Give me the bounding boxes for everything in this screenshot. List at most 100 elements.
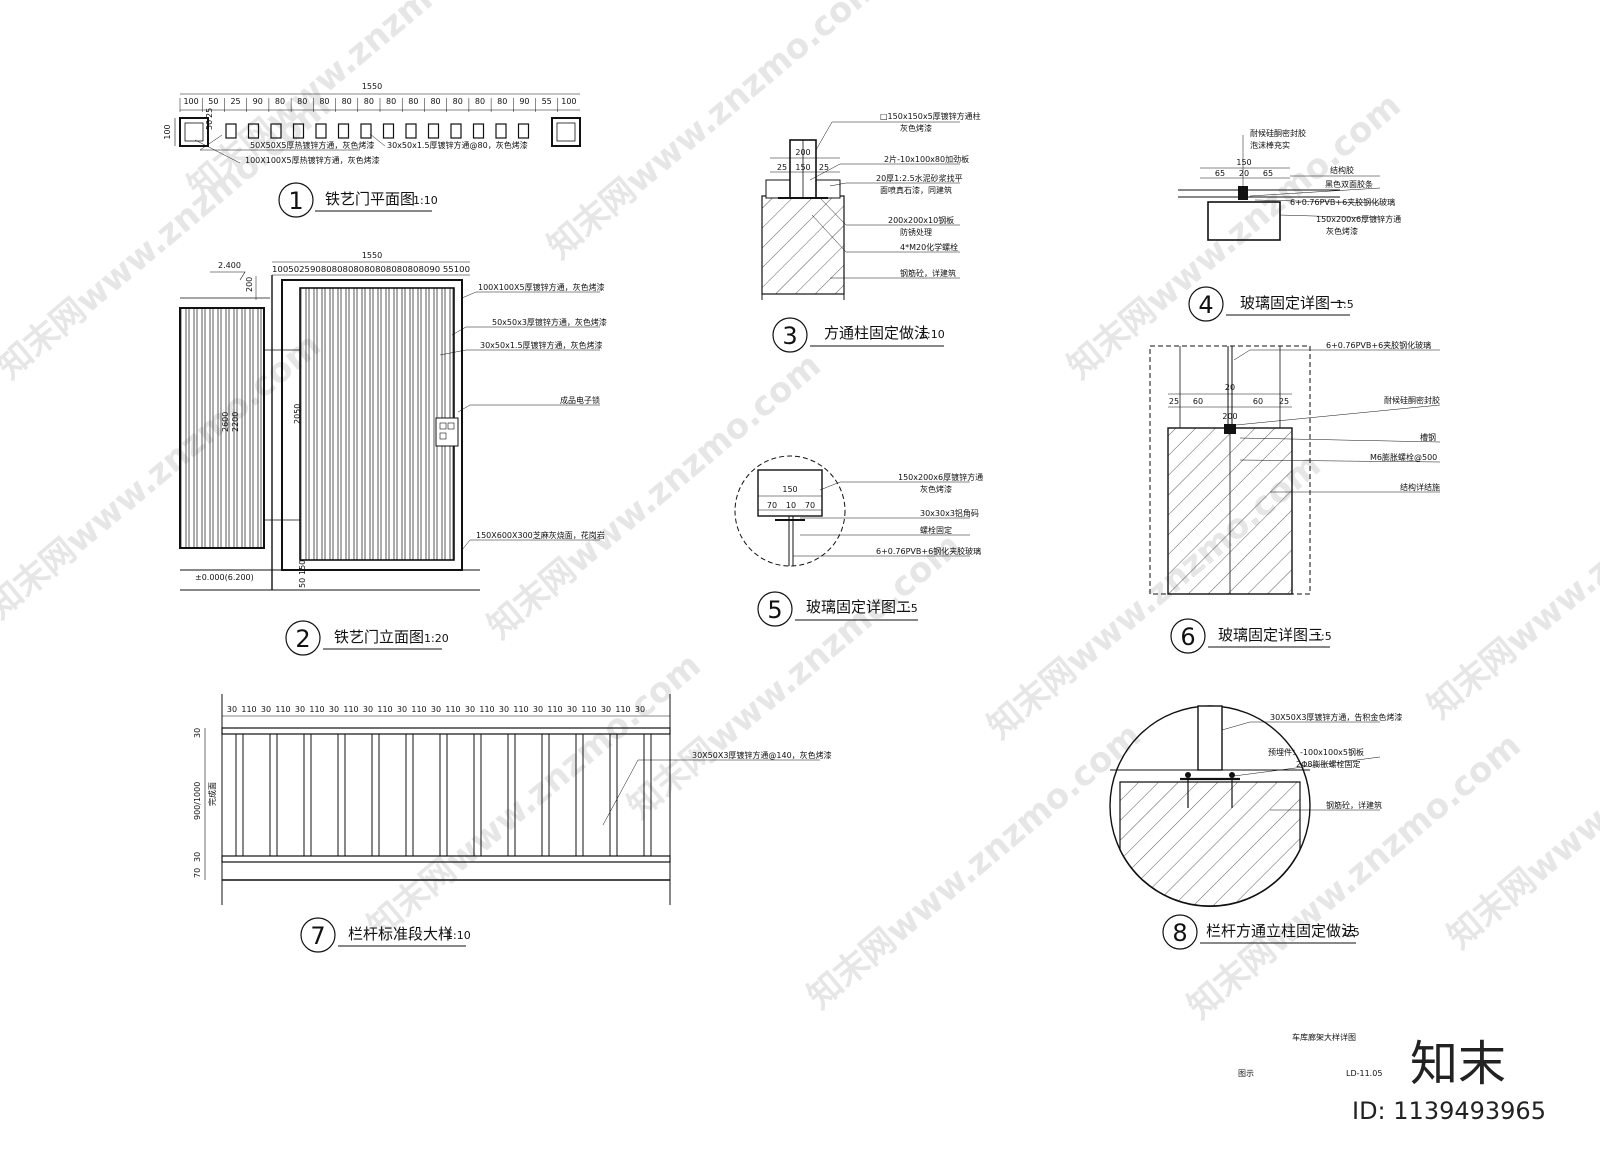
d1-slat — [472, 123, 485, 139]
d7-baluster — [235, 733, 244, 857]
d1-dim-15: 90 — [519, 97, 529, 106]
d6-note-5: 结构详结施 — [1400, 482, 1440, 492]
d3-note-7: 防锈处理 — [900, 227, 932, 237]
d1-slat — [405, 123, 417, 139]
d7-dim-9: 110 — [377, 705, 392, 714]
d7-number: 7 — [310, 922, 325, 950]
d5-note-4: 螺栓固定 — [920, 525, 952, 535]
d7-baluster — [507, 733, 516, 857]
drawing-code: LD-11.05 — [1346, 1069, 1382, 1078]
d4-number: 4 — [1198, 291, 1213, 319]
watermark-text: 知末网www.znzmo.com — [1420, 425, 1600, 727]
d3-note-2: 灰色烤漆 — [900, 123, 932, 133]
d2-vdim-4: 2050 — [293, 404, 302, 424]
d7-dim-16: 30 — [499, 705, 509, 714]
detail-6-glass-fixing: 25 60 20 60 25 200 6+0.76PVB+6夹胶钢化玻璃 耐候硅… — [1149, 340, 1441, 654]
d3-dim-3: 150 — [795, 163, 810, 172]
d5-note-5: 6+0.76PVB+6钢化夹胶玻璃 — [876, 546, 981, 556]
d7-dim-6: 30 — [329, 705, 339, 714]
legend-label: 图示 — [1238, 1069, 1254, 1078]
d6-note-4: M6膨胀螺栓@500 — [1370, 452, 1437, 462]
d1-left-dim: 100 — [163, 124, 172, 139]
d2-number: 2 — [295, 625, 310, 653]
d1-dim-10: 80 — [408, 97, 418, 106]
d2-level-top: 2.400 — [218, 261, 241, 270]
d1-dim-9: 80 — [386, 97, 396, 106]
d6-title: 玻璃固定详图三 — [1218, 626, 1323, 644]
d5-detail-circle — [734, 455, 846, 567]
d7-baluster — [405, 733, 414, 857]
d3-dim-4: 25 — [819, 163, 829, 172]
d7-note-1: 30X50X3厚镀锌方通@140，灰色烤漆 — [692, 750, 832, 760]
d2-note-2: 50x50x3厚镀锌方通，灰色烤漆 — [492, 317, 607, 327]
d2-note-1: 100X100X5厚镀锌方通，灰色烤漆 — [478, 282, 605, 292]
watermark-text: 知末网www.znzmo.com — [0, 325, 329, 627]
d7-dim-2: 30 — [261, 705, 271, 714]
d8-number: 8 — [1172, 919, 1187, 947]
image-id: ID: 1139493965 — [1352, 1097, 1546, 1125]
d2-note-5: 150X600X300芝麻灰烧面，花岗岩 — [476, 530, 605, 540]
d1-dim-11: 80 — [430, 97, 440, 106]
d1-small-dim-2: 50 — [205, 120, 214, 130]
d7-baluster — [303, 733, 312, 857]
d3-dim-2: 25 — [777, 163, 787, 172]
d4-dim-4: 65 — [1263, 169, 1273, 178]
d6-note-2: 耐候硅酮密封胶 — [1384, 395, 1440, 405]
d1-slat — [450, 123, 462, 139]
d2-level-bottom: ±0.000(6.200) — [195, 573, 254, 582]
d1-slat — [427, 123, 440, 139]
d7-dim-1: 110 — [241, 705, 256, 714]
d1-dim-7: 80 — [342, 97, 352, 106]
d7-baluster — [643, 733, 652, 857]
d8-post — [1197, 705, 1223, 771]
d3-number-circle — [772, 317, 808, 353]
d1-scale: 1:10 — [413, 194, 438, 207]
d7-title: 栏杆标准段大样 — [348, 925, 453, 943]
d3-number: 3 — [782, 322, 797, 350]
d1-dim-2: 25 — [230, 97, 240, 106]
d4-note-5: 6+0.76PVB+6夹胶钢化玻璃 — [1290, 197, 1395, 207]
d4-note-2: 泡沫棒充实 — [1250, 140, 1290, 150]
d7-dim-3: 110 — [275, 705, 290, 714]
d4-dim-3: 20 — [1239, 169, 1249, 178]
d2-title: 铁艺门立面图 — [334, 628, 424, 646]
d7-dim-8: 30 — [363, 705, 373, 714]
d6-dim-3: 20 — [1225, 383, 1235, 392]
d7-baluster — [269, 733, 278, 857]
d8-note-3: 2Φ8膨胀螺栓固定 — [1296, 759, 1360, 769]
d1-dim-3: 90 — [253, 97, 263, 106]
d7-side-label: 完成面 — [207, 782, 217, 806]
d3-note-8: 4*M20化学螺栓 — [900, 242, 958, 252]
d2-note-4: 成品电子锁 — [560, 395, 600, 405]
d5-note-2: 灰色烤漆 — [920, 484, 952, 494]
d6-dim-2: 60 — [1193, 397, 1203, 406]
d1-title: 铁艺门平面图 — [325, 190, 415, 208]
d2-scale: 1:20 — [424, 632, 449, 645]
d8-note-2: 预埋件：-100x100x5钢板 — [1268, 747, 1364, 757]
d7-dim-15: 110 — [479, 705, 494, 714]
d2-vdim-2: 2600 — [221, 412, 230, 432]
brand-watermark: 知末 ID: 1139493965 — [1352, 1036, 1546, 1125]
d1-note-3: 30x50x1.5厚镀锌方通@80，灰色烤漆 — [387, 140, 528, 150]
d6-dim-1: 25 — [1169, 397, 1179, 406]
d5-note-3: 30x30x3铝角码 — [920, 508, 979, 518]
d8-title: 栏杆方通立柱固定做法 — [1206, 922, 1356, 940]
d2-vdim-5: 150 — [298, 560, 307, 575]
d2-vdim-3: 2200 — [231, 412, 240, 432]
d6-dim-5: 25 — [1279, 397, 1289, 406]
d7-baluster — [371, 733, 380, 857]
d3-note-6: 200x200x10钢板 — [888, 215, 954, 225]
d1-dim-4: 80 — [275, 97, 285, 106]
d5-dim-4: 70 — [805, 501, 815, 510]
d2-vdim-6: 50 — [298, 578, 307, 588]
d5-dim-2: 70 — [767, 501, 777, 510]
d5-title: 玻璃固定详图二 — [806, 598, 911, 616]
detail-4-glass-fixing: 150 65 20 65 耐候硅酮密封胶 泡沫棒充实 结构胶 黑色双面胶条 6+… — [1178, 128, 1401, 322]
title-block: 车库廊架大样详图 图示 LD-11.05 — [1238, 1032, 1382, 1078]
d3-title: 方通柱固定做法 — [824, 324, 929, 342]
d7-vdim-3: 70 — [193, 868, 202, 878]
